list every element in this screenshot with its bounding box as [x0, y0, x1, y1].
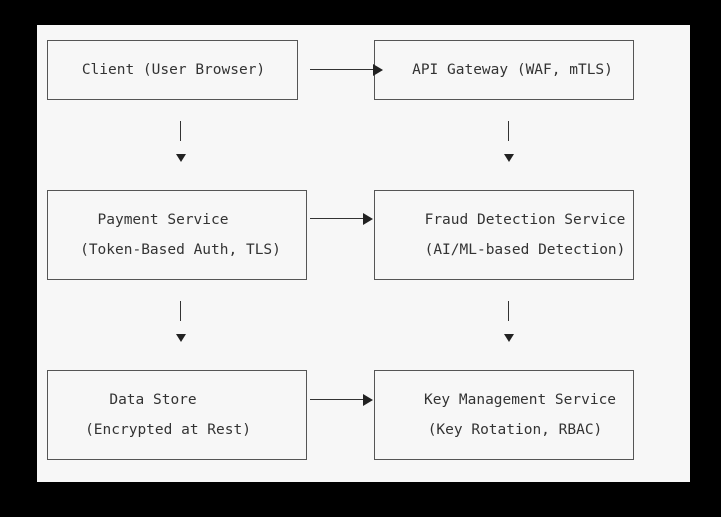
node-data-store-subtitle: (Encrypted at Rest) [85, 422, 251, 438]
node-key-management-subtitle: (Key Rotation, RBAC) [427, 422, 603, 438]
node-payment-service-subtitle: (Token-Based Auth, TLS) [80, 242, 281, 258]
node-key-management: Key Management Service (Key Rotation, RB… [374, 370, 634, 460]
node-data-store: Data Store (Encrypted at Rest) [47, 370, 307, 460]
node-api-gateway-label: API Gateway (WAF, mTLS) [412, 62, 613, 78]
node-client-label: Client (User Browser) [81, 62, 266, 78]
arrow-api-gateway-to-fraud [503, 121, 515, 166]
node-fraud-detection: Fraud Detection Service (AI/ML-based Det… [374, 190, 634, 280]
box-edge-left [47, 62, 48, 82]
arrow-client-to-payment [175, 121, 187, 166]
node-payment-service-title: Payment Service [97, 212, 229, 228]
node-payment-service: Payment Service (Token-Based Auth, TLS) [47, 190, 307, 280]
node-fraud-detection-title: Fraud Detection Service [424, 212, 626, 228]
arrow-datastore-to-kms [310, 394, 373, 406]
diagram-panel: Client (User Browser) API Gateway (WAF, … [37, 25, 690, 482]
arrow-payment-to-fraud [310, 213, 373, 225]
node-client: Client (User Browser) [47, 40, 298, 100]
node-data-store-title: Data Store [109, 392, 197, 408]
node-api-gateway: API Gateway (WAF, mTLS) [374, 40, 634, 100]
arrow-fraud-to-kms [503, 301, 515, 346]
arrow-client-to-api-gateway [310, 64, 385, 76]
node-key-management-title: Key Management Service [423, 392, 617, 408]
arrow-payment-to-datastore [175, 301, 187, 346]
node-fraud-detection-subtitle: (AI/ML-based Detection) [424, 242, 626, 258]
